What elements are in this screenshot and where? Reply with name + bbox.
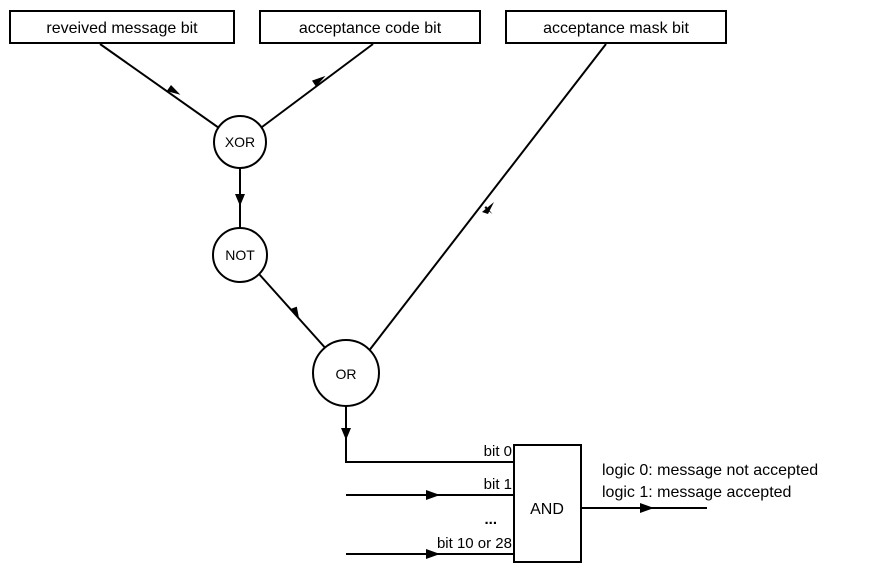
or-label: OR <box>336 366 357 382</box>
and-output-line <box>581 503 707 513</box>
edge-received-to-xor <box>99 43 220 129</box>
and-input-bit-last <box>346 549 514 559</box>
and-input-ellipsis: ... <box>484 511 497 528</box>
acceptance-code-label: acceptance code bit <box>299 20 442 37</box>
xor-node: XOR <box>213 115 267 169</box>
received-message-label: reveived message bit <box>46 20 198 37</box>
output-logic0-label: logic 0: message not accepted <box>602 462 818 479</box>
output-logic1-label: logic 1: message accepted <box>602 484 791 501</box>
edge-code-to-xor <box>261 43 374 128</box>
and-gate-label: AND <box>530 501 564 518</box>
and-input-bit1 <box>346 490 514 500</box>
acceptance-mask-label: acceptance mask bit <box>543 20 689 37</box>
not-label: NOT <box>225 247 255 263</box>
or-node: OR <box>312 339 380 407</box>
and-input-bit0-label: bit 0 <box>484 443 512 460</box>
edge-or-to-and-bit0 <box>341 406 514 463</box>
and-input-bit1-label: bit 1 <box>484 476 512 493</box>
edge-not-to-or <box>258 273 329 352</box>
and-gate: AND <box>513 444 582 563</box>
not-node: NOT <box>212 227 268 283</box>
edge-mask-to-or <box>367 43 607 353</box>
xor-label: XOR <box>225 134 255 150</box>
acceptance-code-box: acceptance code bit <box>259 10 481 44</box>
received-message-box: reveived message bit <box>9 10 235 44</box>
edge-xor-to-not <box>235 168 245 228</box>
and-input-bit-last-label: bit 10 or 28 <box>437 535 512 552</box>
acceptance-mask-box: acceptance mask bit <box>505 10 727 44</box>
